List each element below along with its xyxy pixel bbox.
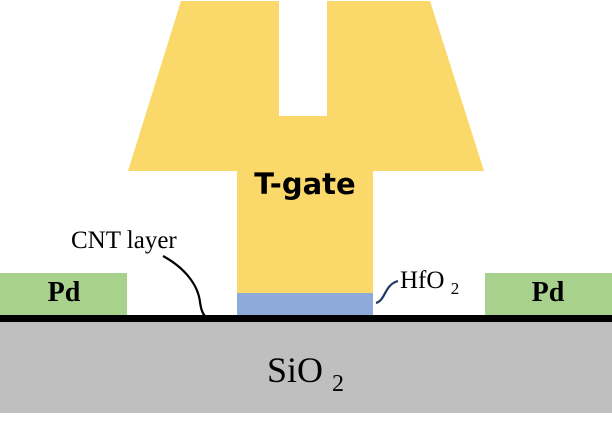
sio2-label: SiO 2	[267, 350, 344, 397]
cnt-layer-label: CNT layer	[71, 227, 177, 254]
sio2-substrate	[0, 322, 612, 413]
hfo2-label: HfO 2	[400, 267, 459, 298]
sio2-label-base: SiO	[267, 350, 323, 390]
sio2-label-subscript: 2	[332, 371, 344, 397]
pd-contact-right	[485, 273, 612, 316]
cnt-layer	[0, 315, 612, 322]
t-gate	[128, 1, 484, 293]
cnt-layer-leader-line	[162, 255, 206, 317]
hfo2-leader-line	[375, 279, 399, 305]
hfo2-label-subscript: 2	[451, 279, 460, 298]
t-gate-label: T-gate	[254, 167, 355, 201]
hfo2-label-base: HfO	[400, 267, 444, 294]
pd-label-left: Pd	[48, 277, 81, 308]
hfo2-dielectric	[237, 293, 373, 316]
pd-contact-left	[0, 273, 127, 316]
pd-label-right: Pd	[532, 277, 565, 308]
